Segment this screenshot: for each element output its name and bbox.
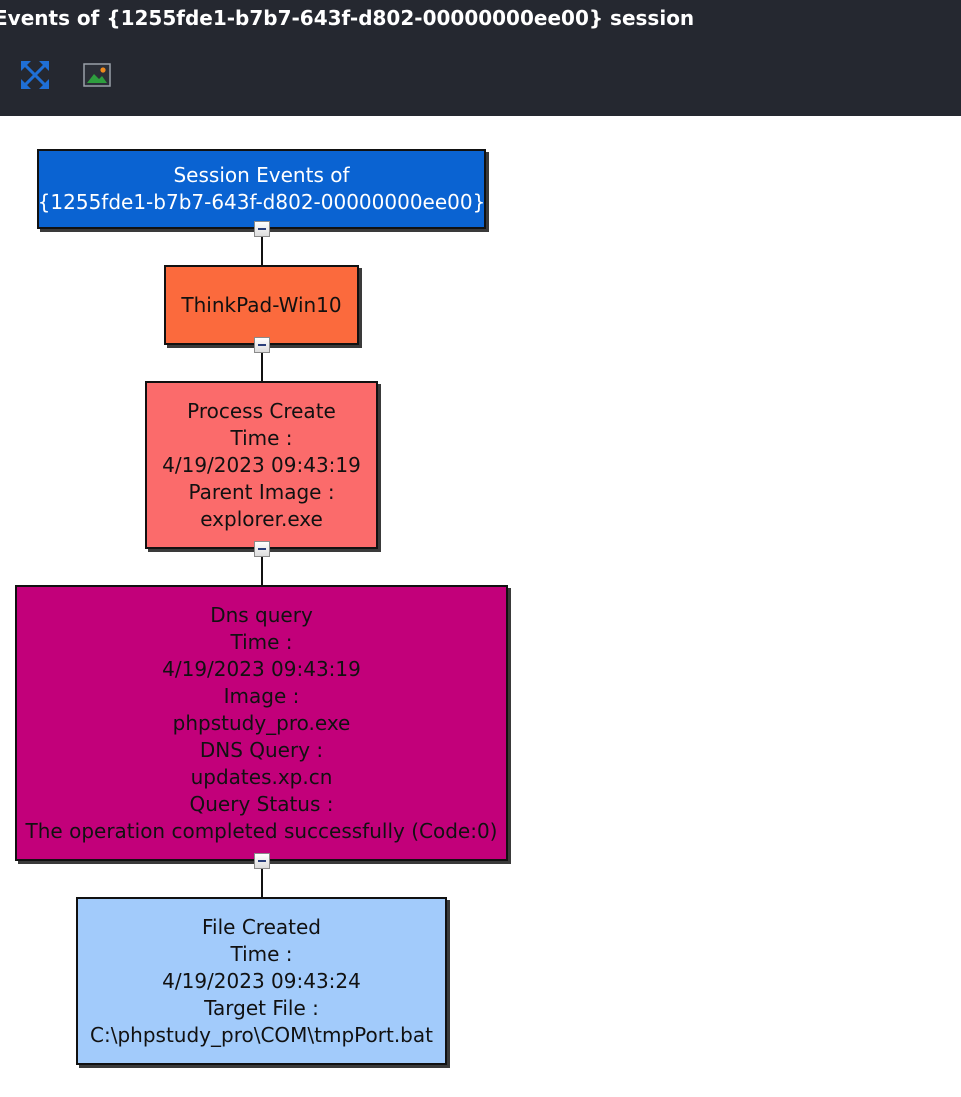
collapse-dns-button[interactable]	[254, 853, 270, 869]
dns-time-value: 4/19/2023 09:43:19	[162, 656, 361, 681]
session-node[interactable]: Session Events of {1255fde1-b7b7-643f-d8…	[37, 149, 486, 229]
dns-image-label: Image :	[223, 683, 300, 708]
dns-status-label: Query Status :	[189, 791, 334, 816]
process-parent-value: explorer.exe	[200, 506, 323, 531]
dns-query-label: DNS Query :	[199, 737, 324, 762]
process-time-value: 4/19/2023 09:43:19	[162, 452, 361, 477]
fit-to-screen-icon	[20, 60, 50, 90]
process-time-label: Time :	[230, 425, 293, 450]
file-target-value: C:\phpstudy_pro\COM\tmpPort.bat	[90, 1022, 433, 1047]
fit-to-screen-button[interactable]	[19, 59, 51, 91]
process-parent-label: Parent Image :	[188, 479, 335, 504]
dns-query-value: updates.xp.cn	[190, 764, 333, 789]
session-node-title: Session Events of	[173, 163, 350, 187]
collapse-host-button[interactable]	[254, 337, 270, 353]
event-graph-canvas: Session Events of {1255fde1-b7b7-643f-d8…	[0, 116, 961, 1097]
host-node[interactable]: ThinkPad-Win10	[164, 265, 359, 345]
file-target-label: Target File :	[204, 995, 319, 1020]
collapse-process-button[interactable]	[254, 541, 270, 557]
edge-host-process	[261, 346, 263, 382]
file-created-node[interactable]: File Created Time : 4/19/2023 09:43:24 T…	[76, 897, 447, 1065]
collapse-session-button[interactable]	[254, 221, 270, 237]
export-image-icon	[83, 63, 111, 87]
file-time-label: Time :	[230, 941, 293, 966]
export-image-button[interactable]	[81, 59, 113, 91]
file-created-title: File Created	[202, 914, 321, 939]
dns-query-title: Dns query	[210, 602, 313, 627]
dns-status-value: The operation completed successfully (Co…	[25, 818, 498, 843]
edge-session-host	[261, 228, 263, 266]
window-title: Events of {1255fde1-b7b7-643f-d802-00000…	[0, 6, 695, 30]
edge-dns-file	[261, 861, 263, 898]
dns-time-label: Time :	[230, 629, 293, 654]
host-node-name: ThinkPad-Win10	[181, 292, 342, 317]
file-time-value: 4/19/2023 09:43:24	[162, 968, 361, 993]
session-node-id: {1255fde1-b7b7-643f-d802-00000000ee00}	[37, 190, 486, 214]
process-create-node[interactable]: Process Create Time : 4/19/2023 09:43:19…	[145, 381, 378, 549]
edge-process-dns	[261, 549, 263, 586]
process-create-title: Process Create	[187, 398, 336, 423]
window-header: Events of {1255fde1-b7b7-643f-d802-00000…	[0, 0, 961, 116]
dns-query-node[interactable]: Dns query Time : 4/19/2023 09:43:19 Imag…	[15, 585, 508, 861]
dns-image-value: phpstudy_pro.exe	[172, 710, 351, 735]
